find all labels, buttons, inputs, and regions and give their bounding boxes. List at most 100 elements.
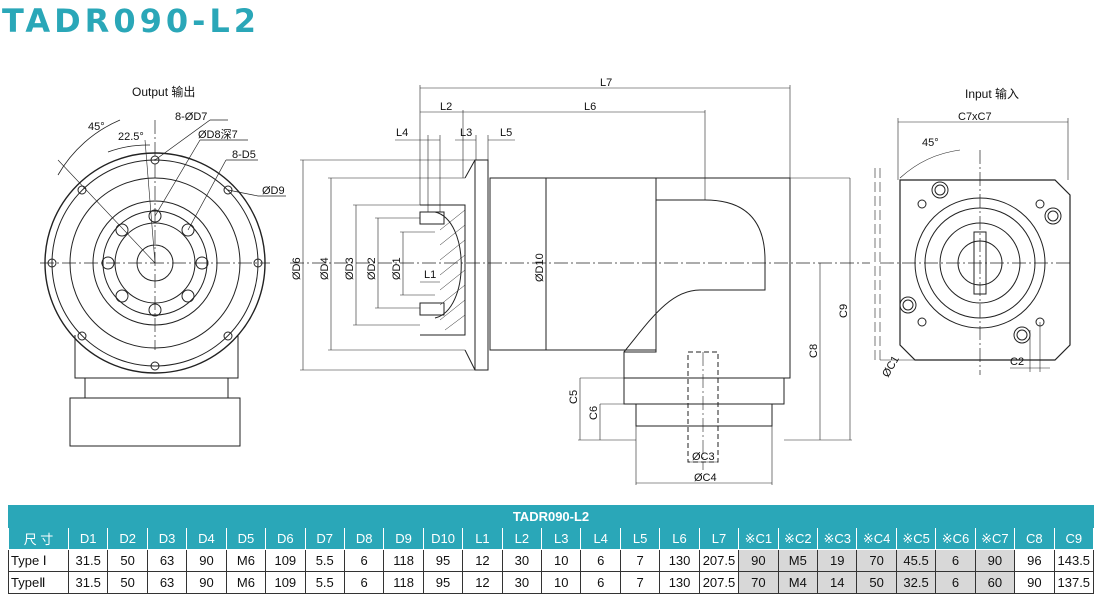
c6-label: C6 <box>588 406 600 420</box>
table-corner-header: 尺 寸 <box>8 527 69 550</box>
holes-d7-label: 8-ØD7 <box>175 111 207 123</box>
table-cell: 7 <box>619 571 661 594</box>
table-cell: 12 <box>462 549 503 572</box>
d2-label: ØD2 <box>366 257 378 280</box>
c2-label: C2 <box>1010 356 1024 368</box>
holes-d5-label: 8-D5 <box>232 149 256 161</box>
c1-label: ØC1 <box>880 354 902 380</box>
table-row-label: TypeⅡ <box>8 571 69 594</box>
table-header-cell: ※C2 <box>777 527 819 550</box>
table-header-cell: D7 <box>304 527 345 550</box>
table-cell: 90 <box>186 571 227 594</box>
table-header-cell: D8 <box>343 527 385 550</box>
table-cell: 19 <box>817 549 858 572</box>
table-cell: 109 <box>265 549 306 572</box>
angle-45-right-label: 45° <box>922 137 939 149</box>
table-cell: 30 <box>501 549 543 572</box>
table-header-cell: L6 <box>659 527 700 550</box>
d6-label: ØD6 <box>291 257 303 280</box>
table-cell: 50 <box>856 571 897 594</box>
table-cell: 207.5 <box>698 571 740 594</box>
table-header-cell: L3 <box>541 527 582 550</box>
table-cell: 118 <box>383 549 424 572</box>
input-view <box>874 118 1071 375</box>
table-header-cell: D4 <box>186 527 227 550</box>
l7-label: L7 <box>600 77 612 89</box>
table-cell: 60 <box>974 571 1016 594</box>
table-header-cell: ※C3 <box>817 527 858 550</box>
table-header-cell: L2 <box>501 527 543 550</box>
table-header-cell: D10 <box>422 527 464 550</box>
table-header-cell: D6 <box>265 527 306 550</box>
table-cell: 90 <box>1014 571 1055 594</box>
table-cell: 95 <box>422 549 464 572</box>
table-cell: 12 <box>462 571 503 594</box>
table-cell: 31.5 <box>67 571 109 594</box>
table-header-cell: ※C7 <box>974 527 1016 550</box>
table-caption: TADR090-L2 <box>8 505 1094 528</box>
table-header-cell: D3 <box>146 527 188 550</box>
l4-label: L4 <box>396 127 408 139</box>
table-cell: 70 <box>738 571 779 594</box>
table-cell: 6 <box>935 549 976 572</box>
c8-label: C8 <box>808 344 820 358</box>
table-cell: 10 <box>541 549 582 572</box>
table-cell: 137.5 <box>1053 571 1095 594</box>
table-cell: 130 <box>659 571 700 594</box>
table-cell: 96 <box>1014 549 1055 572</box>
table-cell: 63 <box>146 549 188 572</box>
table-cell: 31.5 <box>67 549 109 572</box>
table-cell: 207.5 <box>698 549 740 572</box>
table-cell: 5.5 <box>304 571 345 594</box>
output-view-label: Output 输出 <box>132 84 195 99</box>
table-row-label: Type Ⅰ <box>8 549 69 572</box>
d1-label: ØD1 <box>391 257 403 280</box>
output-view <box>40 119 286 447</box>
d9-label: ØD9 <box>262 185 285 197</box>
table-header-cell: D9 <box>383 527 424 550</box>
d10-label: ØD10 <box>534 253 546 282</box>
table-header-cell: ※C4 <box>856 527 897 550</box>
table-header-cell: D2 <box>107 527 148 550</box>
table-cell: 63 <box>146 571 188 594</box>
table-header-cell: L1 <box>462 527 503 550</box>
technical-drawing: Output 输出 Input 输入 45° 22.5° 8-ØD7 ØD8深7… <box>40 77 1071 485</box>
table-cell: 70 <box>856 549 897 572</box>
table-cell: 30 <box>501 571 543 594</box>
table-cell: 6 <box>935 571 976 594</box>
table-cell: 14 <box>817 571 858 594</box>
table-cell: M6 <box>225 549 267 572</box>
table-cell: 50 <box>107 571 148 594</box>
hole-d8-label: ØD8深7 <box>198 128 238 141</box>
table-header-cell: D5 <box>225 527 267 550</box>
page-title: TADR090-L2 <box>2 2 261 40</box>
table-cell: 6 <box>580 571 621 594</box>
table-header-cell: ※C5 <box>895 527 937 550</box>
l1-label: L1 <box>424 269 436 281</box>
c7-label: C7xC7 <box>958 111 992 123</box>
table-cell: 90 <box>974 549 1016 572</box>
table-cell: 50 <box>107 549 148 572</box>
side-view <box>290 85 870 485</box>
table-cell: 109 <box>265 571 306 594</box>
table-header-cell: C9 <box>1053 527 1095 550</box>
table-cell: 6 <box>343 571 385 594</box>
c4-label: ØC4 <box>694 472 717 484</box>
table-cell: 5.5 <box>304 549 345 572</box>
table-cell: 10 <box>541 571 582 594</box>
c3-label: ØC3 <box>692 451 715 463</box>
table-cell: 95 <box>422 571 464 594</box>
table-cell: 6 <box>580 549 621 572</box>
table-cell: 45.5 <box>895 549 937 572</box>
table-cell: M4 <box>777 571 819 594</box>
table-header-cell: C8 <box>1014 527 1055 550</box>
d3-label: ØD3 <box>344 257 356 280</box>
table-cell: 32.5 <box>895 571 937 594</box>
table-header-cell: ※C1 <box>738 527 779 550</box>
angle-22-label: 22.5° <box>118 131 144 143</box>
angle-45-left-label: 45° <box>88 121 105 133</box>
input-view-label: Input 输入 <box>965 86 1019 101</box>
c9-label: C9 <box>838 304 850 318</box>
table-header-cell: L7 <box>698 527 740 550</box>
